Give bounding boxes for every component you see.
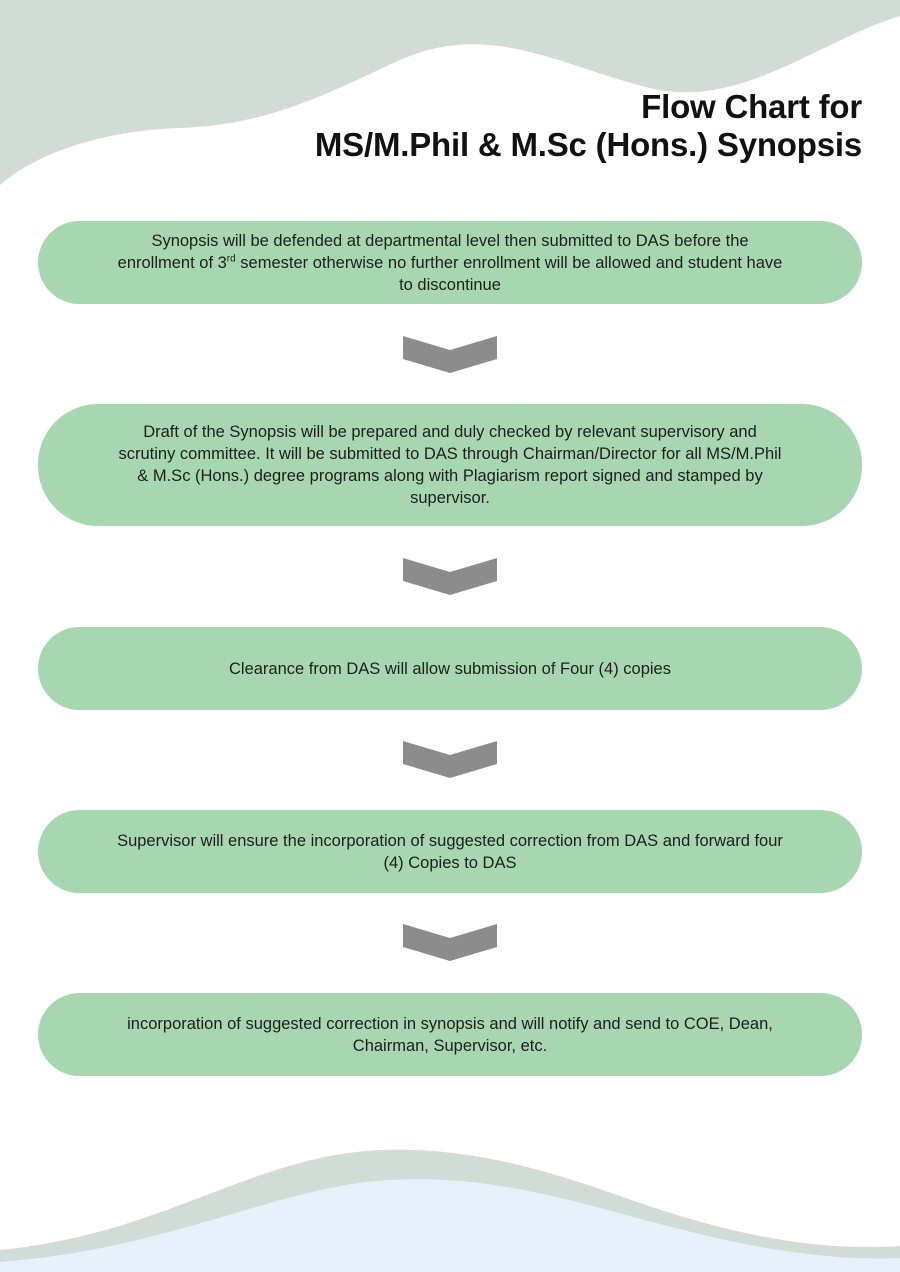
step-1-box: Synopsis will be defended at departmenta…	[38, 221, 862, 304]
step-4-box: Supervisor will ensure the incorporation…	[38, 810, 862, 893]
step-1-text: Synopsis will be defended at departmenta…	[117, 231, 783, 294]
title-line-2: MS/M.Phil & M.Sc (Hons.) Synopsis	[314, 126, 862, 163]
step-4-text: Supervisor will ensure the incorporation…	[117, 831, 783, 872]
step-5-text: incorporation of suggested correction in…	[127, 1014, 773, 1055]
chevron-down-icon	[403, 558, 497, 595]
chevron-down-icon	[403, 336, 497, 373]
chevron-down-icon	[403, 924, 497, 961]
step-2-box: Draft of the Synopsis will be prepared a…	[38, 404, 862, 526]
chevron-down-icon	[403, 741, 497, 778]
title-line-1: Flow Chart for	[641, 88, 862, 125]
step-2-text: Draft of the Synopsis will be prepared a…	[118, 423, 782, 507]
step-3-text: Clearance from DAS will allow submission…	[229, 659, 671, 678]
step-3-box: Clearance from DAS will allow submission…	[38, 627, 862, 710]
top-wave	[0, 0, 900, 185]
step-5-box: incorporation of suggested correction in…	[38, 993, 862, 1076]
page-title: Flow Chart for MS/M.Phil & M.Sc (Hons.) …	[162, 88, 862, 164]
bottom-wave-blue	[0, 1179, 900, 1272]
